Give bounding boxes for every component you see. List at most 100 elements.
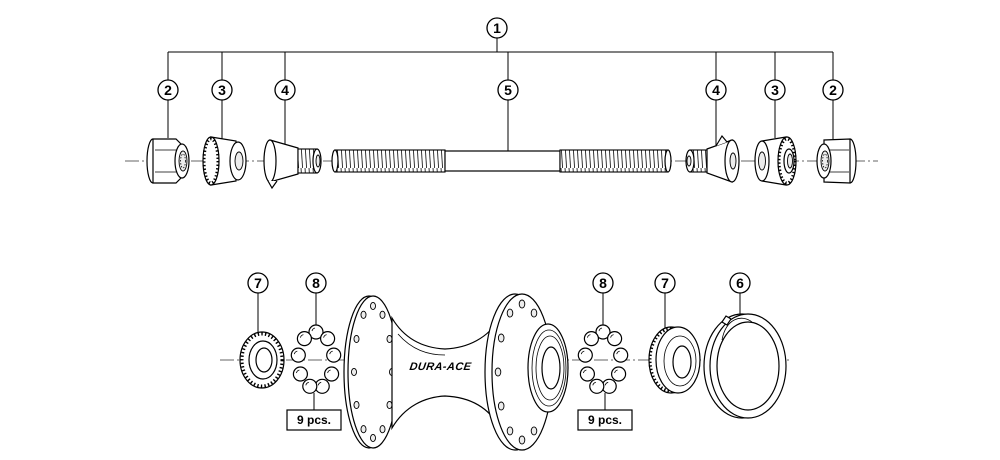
axle xyxy=(331,149,672,173)
cone-bore xyxy=(686,155,692,167)
spoke-hole xyxy=(360,425,367,434)
spoke-hole xyxy=(379,310,386,319)
bearing-ball-highlight xyxy=(300,334,304,338)
callout-number: 2 xyxy=(164,82,172,98)
cone-bore xyxy=(729,152,737,170)
nut-thread xyxy=(822,153,828,169)
callout-number: 3 xyxy=(218,82,226,98)
callout-2-right: 2 xyxy=(822,79,844,139)
spoke-hole xyxy=(386,334,393,344)
spoke-hole xyxy=(494,367,502,377)
bearing-ball xyxy=(302,378,318,394)
ball-count-left: 9 pcs. xyxy=(286,393,342,431)
spoke-hole xyxy=(530,308,538,318)
bearing-ball xyxy=(326,347,342,363)
spoke-hole xyxy=(360,310,367,319)
lock-ring-inner-edge xyxy=(721,317,753,341)
bearing-cup-thread xyxy=(531,329,567,407)
callout-number: 6 xyxy=(736,275,744,291)
callout-number: 2 xyxy=(829,82,837,98)
ball-count-label: 9 pcs. xyxy=(297,413,331,427)
bearing-ball-highlight xyxy=(587,334,591,338)
bearing-cup-bore xyxy=(541,346,561,390)
spoke-hole xyxy=(370,433,376,443)
bearing-ball-highlight xyxy=(614,369,618,374)
callout-number: 4 xyxy=(712,82,720,98)
bearing-ball-highlight xyxy=(592,381,596,386)
hub-shell-tube xyxy=(391,315,501,431)
bearing-ball-highlight xyxy=(329,350,333,355)
bearing-ball xyxy=(577,347,593,363)
hub-shell-highlight xyxy=(397,333,446,356)
washer-left xyxy=(202,136,247,186)
washer-inner-bore xyxy=(787,153,793,169)
spoke-hole xyxy=(351,367,357,377)
dust-cap-right xyxy=(648,326,701,394)
bearing-ball-highlight xyxy=(323,334,327,338)
bearing-ball-highlight xyxy=(311,327,316,332)
bearing-ball xyxy=(606,331,623,347)
cone-race-ring xyxy=(263,139,277,183)
callout-6: 6 xyxy=(729,272,751,315)
hub-brand-logo: DURA-ACE xyxy=(409,361,473,373)
bearing-ball-highlight xyxy=(317,381,322,386)
callout-4-right: 4 xyxy=(705,79,727,146)
bearing-ball xyxy=(579,366,596,382)
washer-knurl-teeth xyxy=(777,137,797,185)
bearing-ball-highlight xyxy=(616,350,620,355)
axle-smooth-section xyxy=(444,150,561,172)
bearing-ball xyxy=(292,366,308,382)
bearing-ball-highlight xyxy=(327,369,331,374)
spoke-hole xyxy=(518,299,526,309)
hub-body: DURA-ACE xyxy=(343,293,569,451)
spoke-hole xyxy=(379,425,386,434)
cone-wrench-flat xyxy=(715,134,728,147)
dust-cap-left xyxy=(239,331,285,389)
bearing-ball xyxy=(320,331,336,347)
nut-left xyxy=(146,138,190,184)
cone-right xyxy=(685,134,740,183)
bearing-balls-right xyxy=(577,324,629,394)
cone-left xyxy=(263,139,322,190)
callout-2-left: 2 xyxy=(157,79,179,138)
bearing-ball-highlight xyxy=(305,381,309,386)
cone-bore xyxy=(315,154,321,168)
ball-count-box xyxy=(286,409,342,431)
callout-1: 1 xyxy=(486,17,508,39)
callout-4-left: 4 xyxy=(274,79,296,144)
dust-cap-bore xyxy=(672,345,692,379)
washer-right xyxy=(754,136,797,186)
nut-right xyxy=(816,138,857,184)
callout-3-left: 3 xyxy=(211,79,233,139)
callout-number: 1 xyxy=(493,20,501,36)
callout-number: 3 xyxy=(771,82,779,98)
ball-count-right: 9 pcs. xyxy=(577,393,633,431)
callout-number: 4 xyxy=(281,82,289,98)
callout-7-left: 7 xyxy=(247,272,269,333)
bearing-ball xyxy=(583,331,600,347)
bearing-ball xyxy=(290,347,306,363)
spoke-hole xyxy=(353,400,360,410)
bearing-ball xyxy=(324,366,340,382)
ball-count-box xyxy=(577,409,633,431)
washer-knurl-teeth xyxy=(202,137,220,185)
ball-count-label: 9 pcs. xyxy=(588,413,622,427)
callout-8-left: 8 xyxy=(305,272,327,325)
callout-circle xyxy=(486,17,508,39)
bearing-ball xyxy=(296,331,312,347)
callout-7-right: 7 xyxy=(654,272,676,329)
bearing-ball-highlight xyxy=(583,369,587,374)
callout-number: 8 xyxy=(312,275,320,291)
spoke-hole xyxy=(518,435,526,445)
nut-bore xyxy=(178,150,188,172)
callout-8-right: 8 xyxy=(592,272,614,325)
callout-number: 7 xyxy=(254,275,262,291)
lock-ring xyxy=(703,313,787,419)
spoke-hole xyxy=(506,426,514,436)
axle-thread-right xyxy=(559,149,669,173)
bearing-ball-highlight xyxy=(610,334,614,338)
callout-3-right: 3 xyxy=(764,79,786,138)
axle-assembly-bracket xyxy=(167,38,834,80)
bearing-cup-thread xyxy=(535,335,565,401)
axle-end-right xyxy=(664,149,672,173)
